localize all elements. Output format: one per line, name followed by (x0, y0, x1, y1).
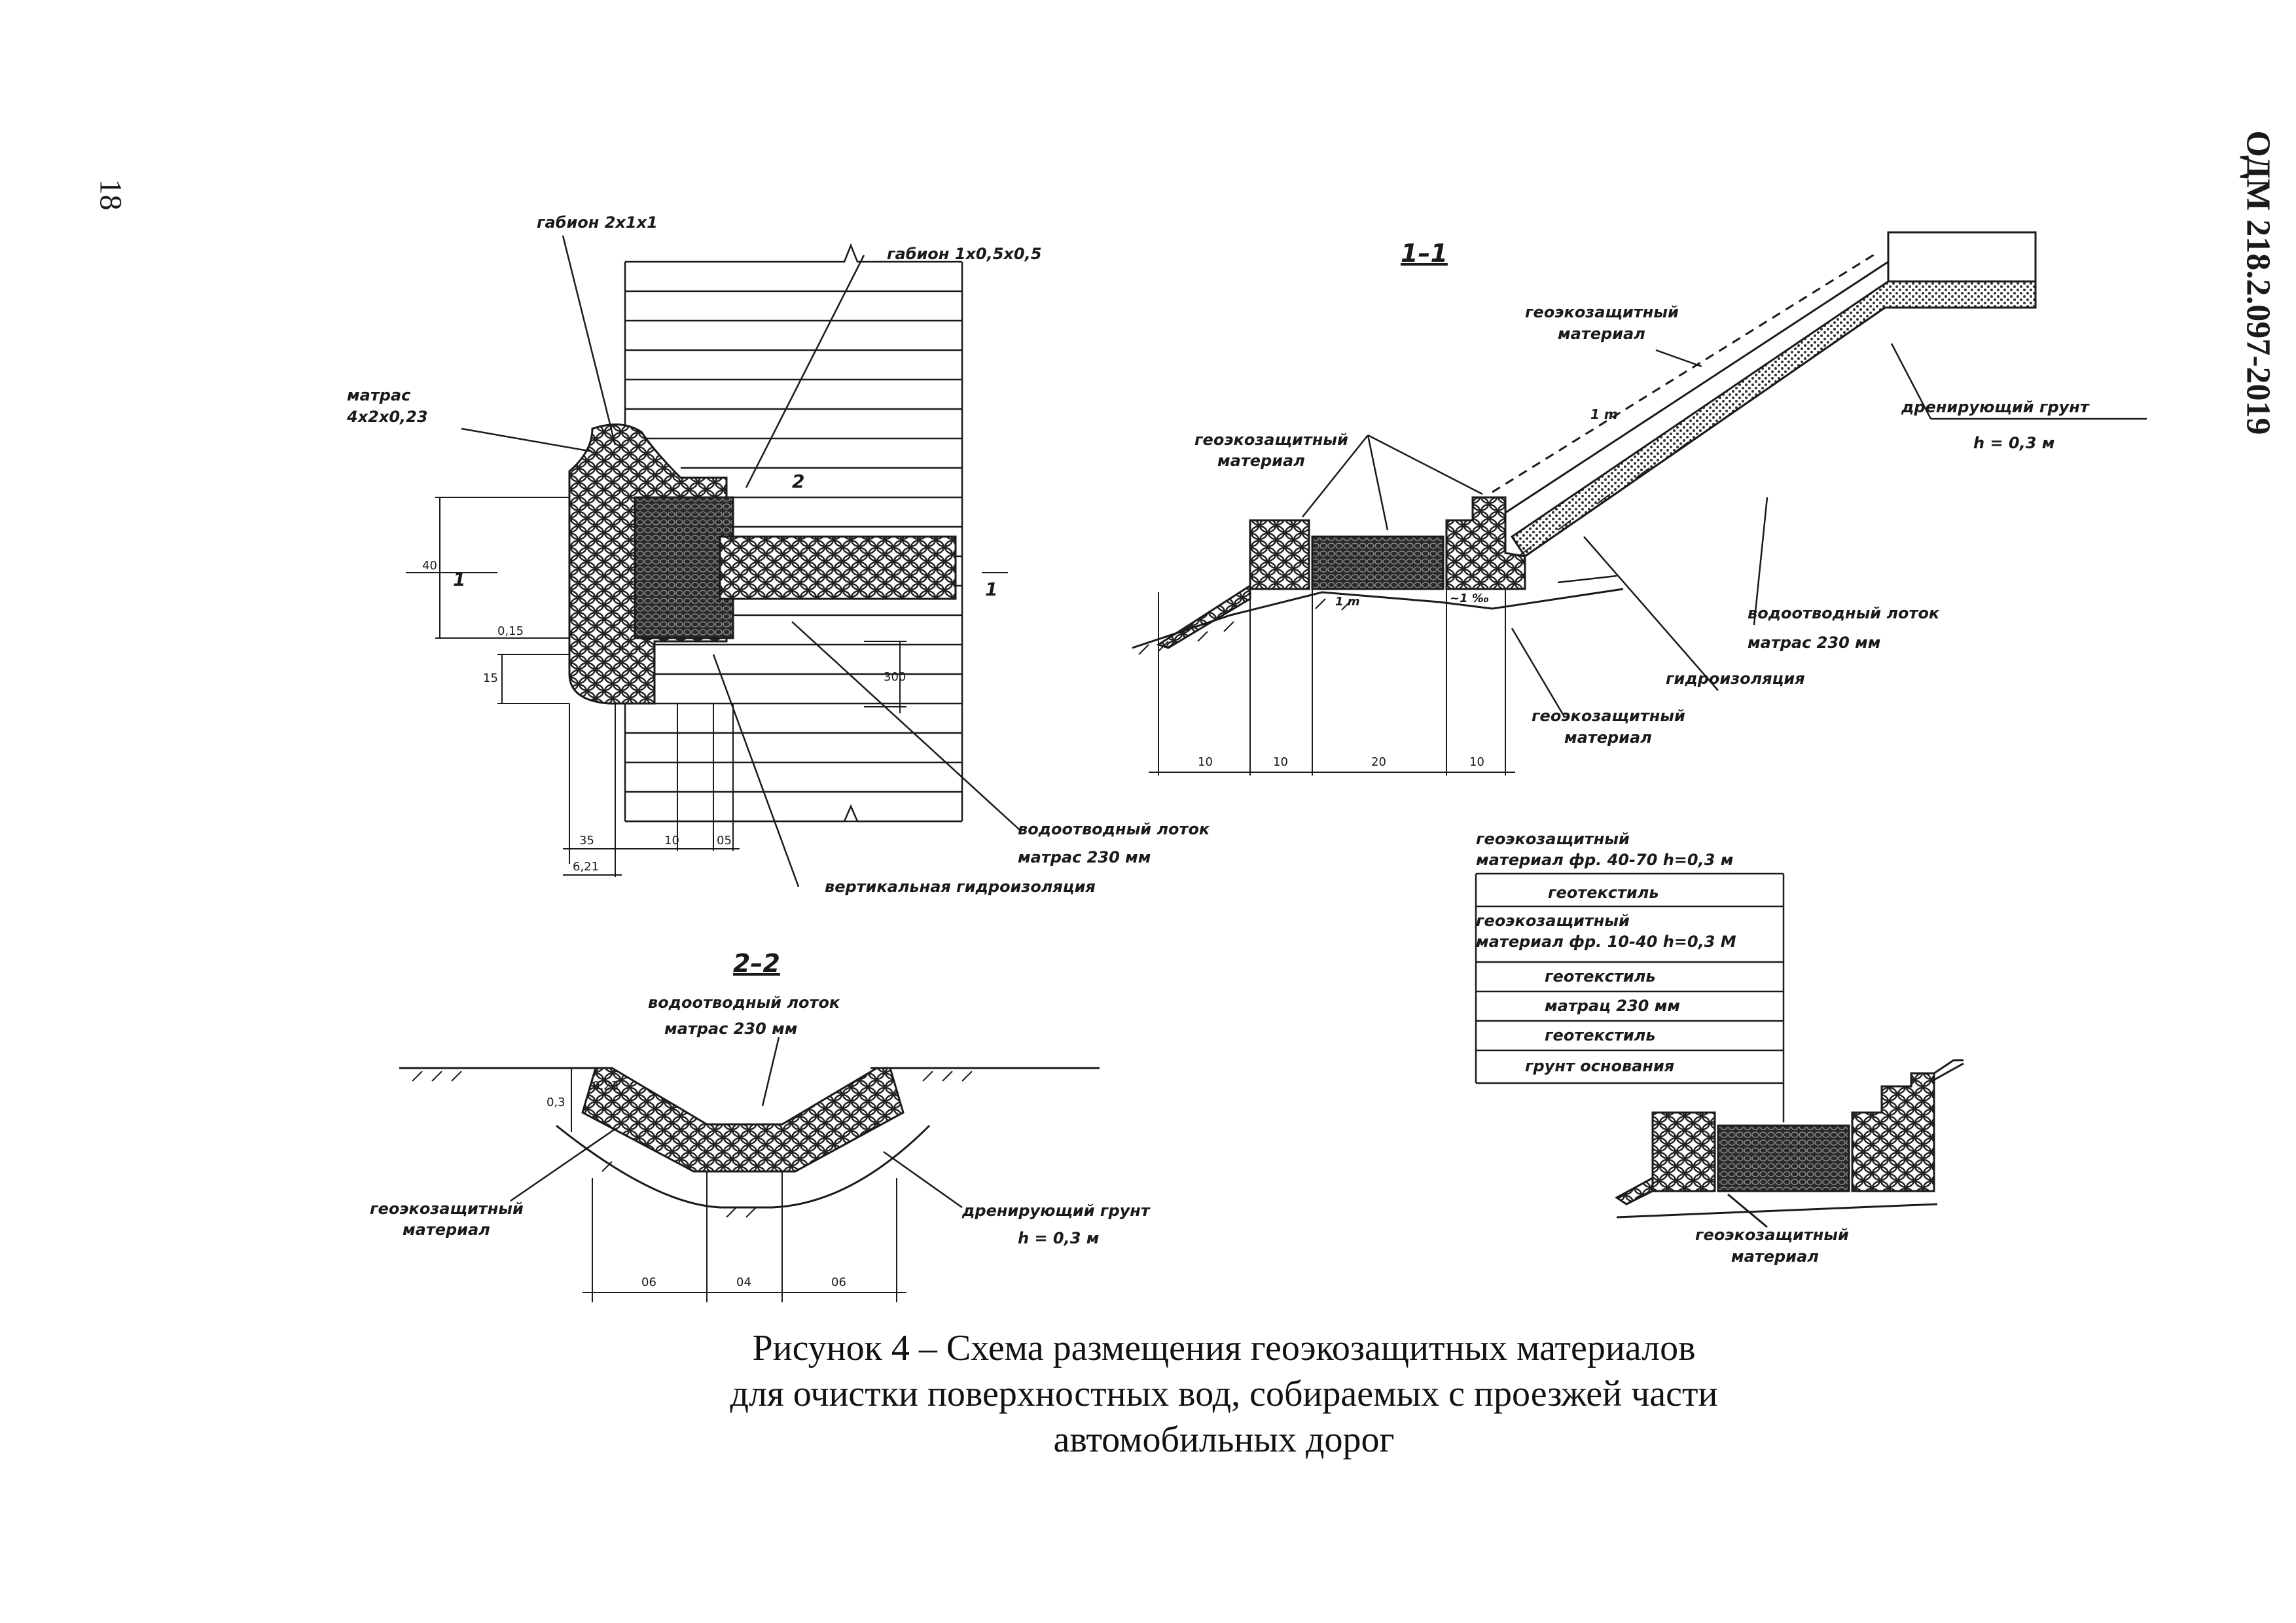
plan-leader-lines (461, 235, 1022, 887)
label-s1-slope-1: 1 m (1590, 406, 1618, 422)
label-s2-drain-soil: дренирующий грунт (961, 1202, 1151, 1220)
label-mattress-2: 4х2х0,23 (346, 408, 428, 426)
gabion-large-plan (634, 496, 734, 639)
dim-6-21: 6,21 (573, 860, 599, 874)
legend-embankment (1615, 1176, 1654, 1205)
label-s1-waterproofing: гидроизоляция (1666, 669, 1805, 688)
label-gabion-large: габион 2х1х1 (537, 213, 658, 232)
caption-line-1: Рисунок 4 – Схема размещения геоэкозащит… (752, 1328, 1696, 1368)
s1-dim-2: 10 (1273, 755, 1288, 769)
legend-gabion-left (1651, 1111, 1716, 1192)
layer-item-5: материал фр. 10-40 h=0,3 М (1476, 933, 1736, 951)
label-plan-tray-mattress: матрас 230 мм (1018, 848, 1151, 866)
s2-dim-1: 06 (641, 1275, 656, 1289)
dim-05: 05 (717, 834, 732, 847)
section-2-leaders (510, 1037, 963, 1209)
label-cut-2: 2 (792, 471, 804, 492)
s2-dim-3: 06 (831, 1275, 846, 1289)
layer-item-8: геотекстиль (1545, 1026, 1656, 1044)
layer-item-4: геоэкозащитный (1476, 912, 1630, 930)
label-cut-1-left: 1 (453, 569, 465, 590)
label-plan-tray: водоотводный лоток (1018, 820, 1210, 838)
ground-hatch-1 (1138, 415, 1729, 655)
label-legend-geo-1: геоэкозащитный (1695, 1226, 1849, 1244)
layer-item-3: геотекстиль (1548, 883, 1659, 902)
label-s1-slope-2: 1 m (1335, 595, 1360, 609)
gabion-left-1 (1249, 519, 1310, 590)
ground-1 (1132, 591, 1493, 649)
label-s2-drain-h: h = 0,3 м (1018, 1229, 1099, 1247)
section-2-title: 2–2 (733, 949, 780, 978)
label-s1-drain-soil: дренирующий грунт (1901, 398, 2090, 416)
gabion-dense-1 (1311, 535, 1444, 590)
dim-300: 300 (884, 670, 906, 684)
layer-item-1: геоэкозащитный (1476, 830, 1630, 848)
label-vertical-waterproofing: вертикальная гидроизоляция (825, 878, 1096, 896)
label-s2-tray: водоотводный лоток (648, 993, 840, 1012)
label-s1-geo-left-2: материал (1217, 452, 1305, 470)
section-1-leaders (1302, 343, 2147, 717)
dim-35: 35 (579, 834, 594, 847)
layer-legend-drawing (1615, 1059, 1964, 1228)
section-1-dims (1149, 589, 1515, 776)
label-mattress-1: матрас (347, 386, 410, 404)
label-legend-geo-2: материал (1731, 1247, 1819, 1266)
label-s1-geo-lower-1: геоэкозащитный (1532, 707, 1685, 725)
legend-gabion-right (1851, 1072, 1935, 1192)
dim-40: 40 (422, 559, 437, 573)
layer-item-2: материал фр. 40-70 h=0,3 м (1476, 851, 1733, 869)
section-1-title: 1–1 (1401, 239, 1448, 268)
layer-legend (1475, 872, 1785, 1122)
label-s2-geo-1: геоэкозащитный (370, 1200, 524, 1218)
embankment-left (1156, 584, 1251, 649)
plan-view (406, 235, 1022, 887)
label-gabion-small: габион 1х0,5х0,5 (887, 245, 1041, 263)
s1-dim-1: 10 (1198, 755, 1213, 769)
dim-10: 10 (664, 834, 679, 847)
label-s2-geo-2: материал (403, 1221, 490, 1239)
label-s1-geo-upper-1: геоэкозащитный (1525, 303, 1679, 321)
dim-15: 15 (483, 671, 498, 685)
layer-item-6: геотекстиль (1545, 967, 1656, 986)
s2-dim-2: 04 (736, 1275, 751, 1289)
caption-line-3: автомобильных дорог (1053, 1419, 1395, 1460)
ground-hatch-2 (412, 1071, 973, 1218)
section-2-drawing (399, 1037, 1100, 1302)
figure-caption: Рисунок 4 – Схема размещения геоэкозащит… (491, 1325, 1957, 1463)
drain-soil-curve (556, 1124, 931, 1209)
section-1-drawing (1132, 231, 2147, 776)
label-s1-geo-lower-2: материал (1564, 728, 1652, 747)
tray-channel (581, 1067, 905, 1173)
legend-gabion-dense (1717, 1124, 1850, 1192)
s1-dim-4: 10 (1469, 755, 1484, 769)
gabion-right-1 (1445, 496, 1526, 590)
plan-dimension-lines (406, 497, 1008, 877)
label-s2-tray-mattress: матрас 230 мм (664, 1020, 797, 1038)
gabion-small-plan (719, 535, 957, 600)
label-s1-geo-left-1: геоэкозащитный (1194, 431, 1348, 449)
layer-item-9: грунт основания (1525, 1057, 1674, 1075)
s1-dim-3: 20 (1371, 755, 1386, 769)
label-s1-geo-upper-2: материал (1558, 325, 1645, 343)
label-s1-tray-mattress: матрас 230 мм (1748, 633, 1880, 652)
s2-dim-023: 0,23 (592, 1079, 619, 1093)
section-2-dims (571, 1068, 906, 1302)
caption-line-2: для очистки поверхностных вод, собираемы… (730, 1374, 1718, 1414)
layer-item-7: матрац 230 мм (1545, 997, 1680, 1015)
road-shoulder (1887, 231, 2037, 283)
label-s1-drain-h: h = 0,3 м (1973, 434, 2054, 452)
dim-0-15: 0,15 (497, 624, 524, 638)
s2-dim-03: 0,3 (547, 1096, 565, 1109)
label-s1-gradient: ~1 ‰ (1450, 592, 1489, 605)
label-s1-tray: водоотводный лоток (1748, 604, 1940, 622)
label-cut-1-right: 1 (985, 579, 997, 600)
